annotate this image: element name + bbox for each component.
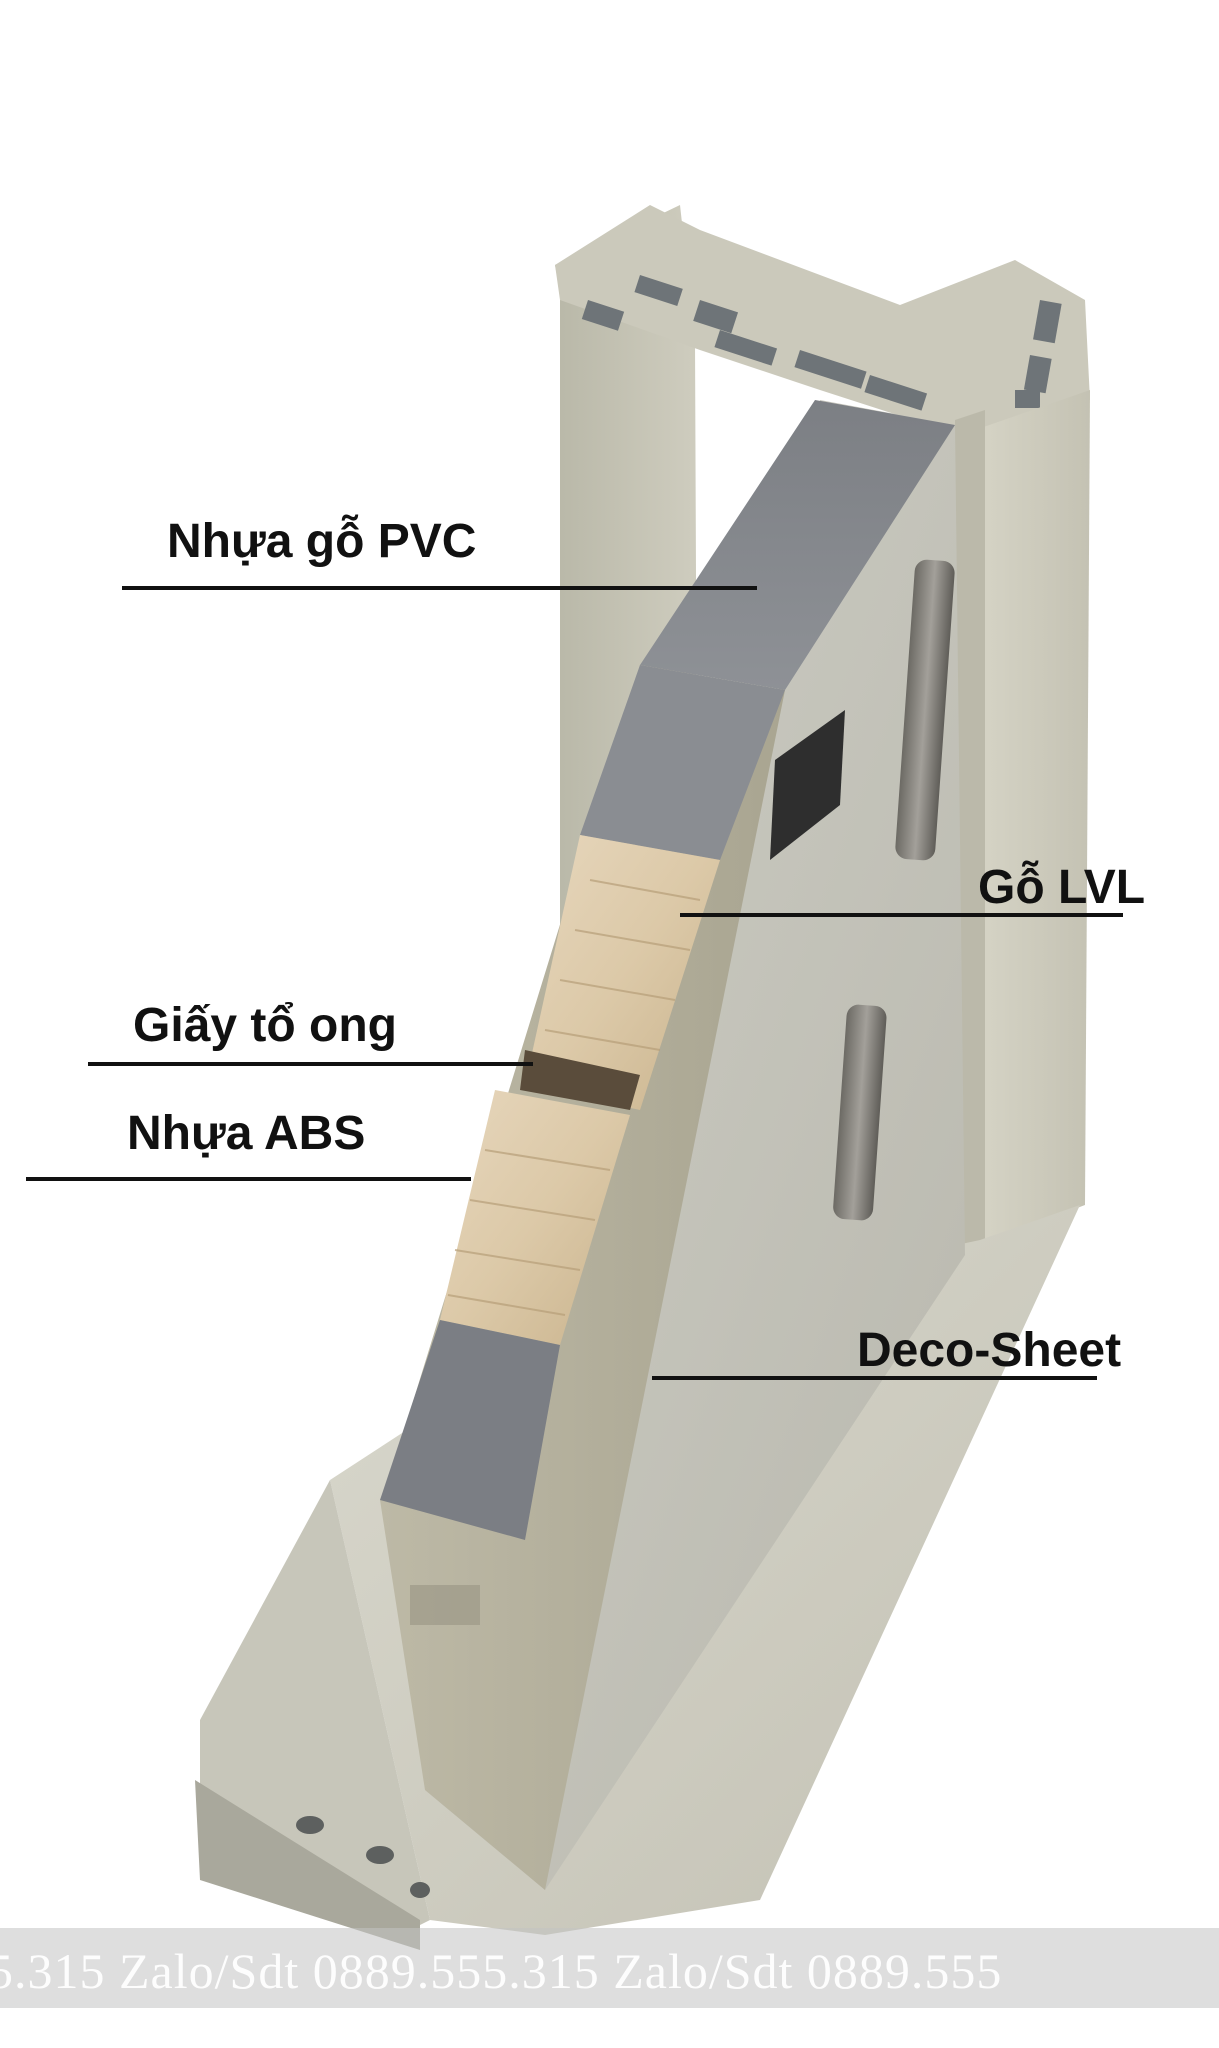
label-lvl: Gỗ LVL <box>978 861 1146 914</box>
watermark-banner: 5.315 Zalo/Sdt 0889.555.315 Zalo/Sdt 088… <box>0 1928 1219 2008</box>
leader-line-honeycomb <box>88 1062 533 1066</box>
leader-line-deco <box>652 1376 1097 1380</box>
label-pvc: Nhựa gỗ PVC <box>167 515 477 568</box>
cut-abs-lower <box>380 1320 560 1540</box>
cut-abs-upper <box>580 665 785 860</box>
door-top-abs <box>640 400 955 690</box>
watermark-text: 5.315 Zalo/Sdt 0889.555.315 Zalo/Sdt 088… <box>0 1943 1003 1999</box>
label-abs: Nhựa ABS <box>127 1107 366 1160</box>
lvl-grain <box>447 879 701 1316</box>
cut-honeycomb-gap <box>520 1050 640 1110</box>
frame-top-profile <box>555 205 1090 440</box>
leader-line-lvl <box>680 913 1123 917</box>
hinge-lower <box>833 1004 887 1221</box>
leader-line-abs <box>26 1177 471 1181</box>
cut-lvl-upper <box>525 835 720 1110</box>
door-badge <box>770 710 845 860</box>
leader-line-pvc <box>122 586 757 590</box>
door-sticker <box>410 1585 480 1625</box>
frame-right-jamb <box>975 390 1090 1245</box>
cut-lvl-lower <box>440 1090 630 1345</box>
hinge-upper <box>895 559 955 861</box>
frame-profile-slots <box>581 274 1062 411</box>
label-honeycomb: Giấy tổ ong <box>133 999 397 1052</box>
label-deco: Deco-Sheet <box>857 1324 1122 1377</box>
